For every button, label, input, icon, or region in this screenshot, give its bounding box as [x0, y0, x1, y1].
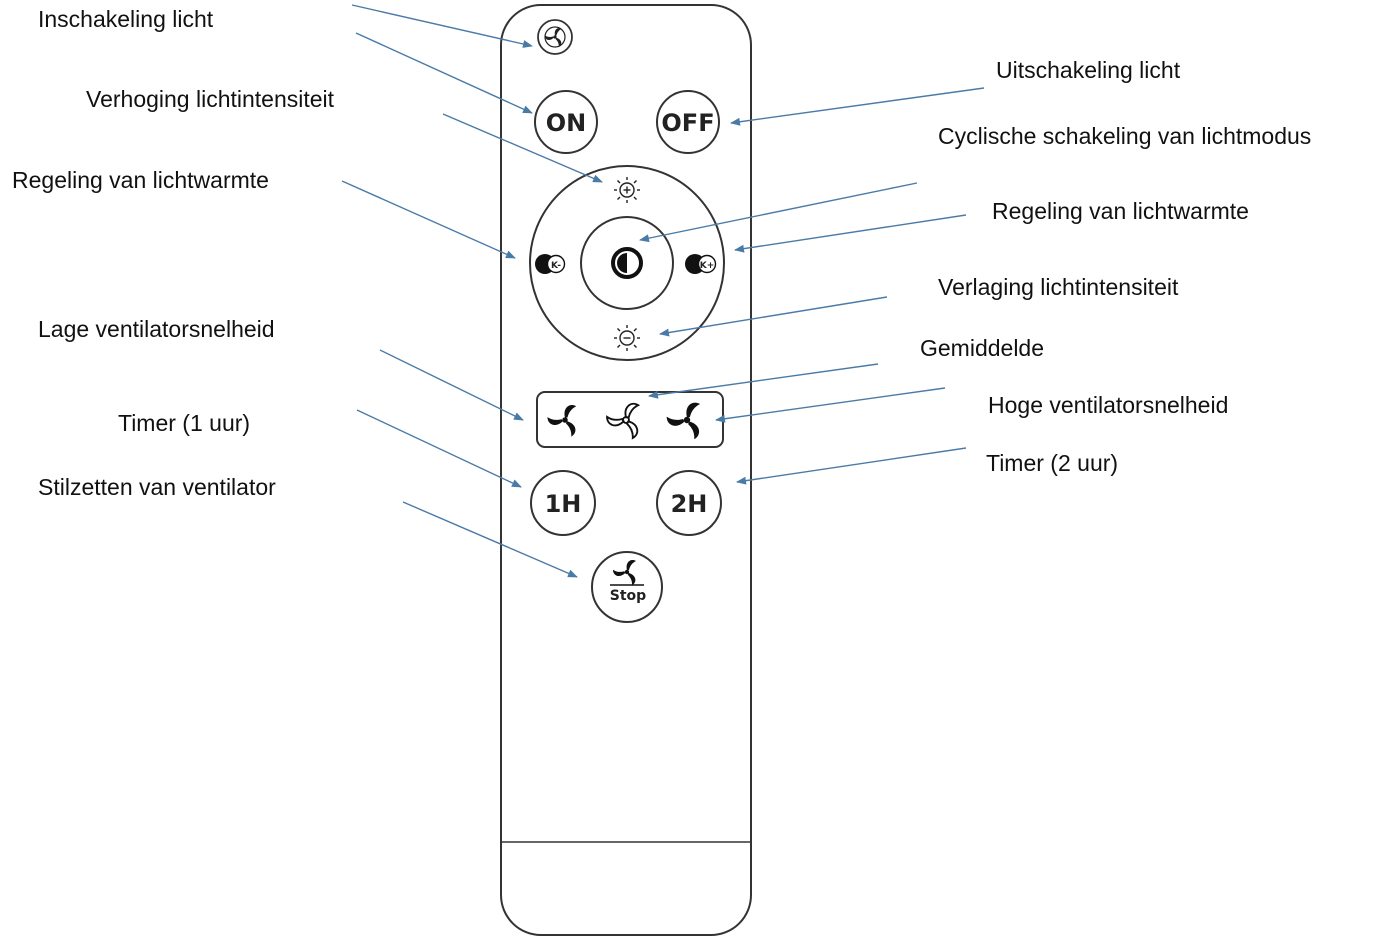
label-stilzetten-ventilator: Stilzetten van ventilator [38, 474, 276, 500]
label-uitschakeling-licht: Uitschakeling licht [996, 57, 1181, 83]
arrow-fan-medium [648, 363, 879, 399]
arrow-warmth-down-left [341, 180, 516, 259]
timer-1h-button[interactable]: 1H [530, 470, 596, 536]
remote-body [500, 4, 752, 936]
timer-2h-button[interactable]: 2H [656, 470, 722, 536]
arrow-off [730, 87, 985, 126]
label-verlaging-lichtintensiteit: Verlaging lichtintensiteit [938, 274, 1179, 300]
fan-power-button[interactable] [537, 19, 573, 55]
arrow-timer-2h [736, 447, 967, 485]
arrow-on [355, 32, 533, 114]
label-regeling-lichtwarmte-left: Regeling van lichtwarmte [12, 167, 269, 193]
warmth-down-label: K- [551, 261, 561, 271]
label-timer-1-uur: Timer (1 uur) [118, 410, 251, 436]
arrow-color-cycle [639, 182, 918, 243]
warmth-up-button[interactable]: K+ [685, 254, 717, 274]
arrow-brightness-up [442, 113, 603, 183]
color-cycle-icon [611, 247, 643, 279]
warmth-down-button[interactable]: K- [535, 254, 566, 274]
label-lage-ventilatorsnelheid: Lage ventilatorsnelheid [38, 316, 275, 342]
label-inschakeling-licht: Inschakeling licht [38, 6, 214, 32]
fan-stop-label: Stop [610, 588, 646, 604]
timer-1h-label: 1H [545, 490, 582, 518]
on-button[interactable]: ON [534, 90, 598, 154]
brightness-down-icon [614, 325, 640, 351]
label-regeling-lichtwarmte-right: Regeling van lichtwarmte [992, 198, 1249, 224]
label-gemiddelde: Gemiddelde [920, 335, 1045, 361]
brightness-down-button[interactable] [614, 325, 640, 351]
arrow-fan-low [379, 349, 524, 421]
brightness-up-button[interactable] [614, 177, 640, 203]
brightness-up-icon [614, 177, 640, 203]
label-timer-2-uur: Timer (2 uur) [986, 450, 1119, 476]
label-hoge-ventilatorsnelheid: Hoge ventilatorsnelheid [988, 392, 1229, 418]
arrow-timer-1h [356, 409, 522, 488]
color-cycle-button[interactable] [580, 216, 674, 310]
off-button-label: OFF [661, 109, 714, 137]
timer-2h-label: 2H [671, 490, 708, 518]
warmth-up-label: K+ [700, 261, 715, 271]
arrow-fan-power [351, 4, 533, 48]
arrow-brightness-down [659, 296, 888, 337]
arrow-warmth-up-right [734, 214, 967, 253]
fan-stop-button[interactable]: Stop [591, 551, 663, 623]
arrow-stop [402, 501, 578, 578]
on-button-label: ON [546, 109, 587, 137]
label-cyclische-schakeling: Cyclische schakeling van lichtmodus [938, 123, 1312, 149]
arrow-fan-high [715, 387, 946, 423]
off-button[interactable]: OFF [656, 90, 720, 154]
warmth-up-icon: K+ [685, 254, 717, 274]
label-verhoging-lichtintensiteit: Verhoging lichtintensiteit [86, 86, 335, 112]
warmth-down-icon: K- [535, 254, 566, 274]
